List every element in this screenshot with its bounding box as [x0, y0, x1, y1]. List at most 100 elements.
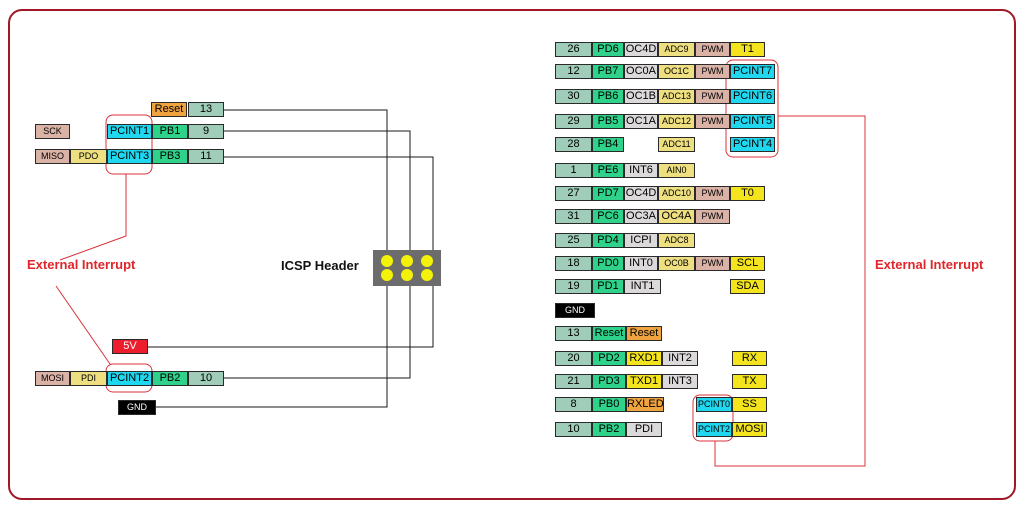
pb2-label-left: PB2 [152, 371, 188, 386]
pin-10-right: 10 [555, 422, 592, 437]
wire-sck [223, 130, 411, 252]
pin-8: 8 [555, 397, 592, 412]
pcint3-label: PCINT3 [107, 149, 152, 164]
wire-reset [223, 109, 388, 252]
port-pe6: PE6 [592, 163, 624, 178]
highlight-pcint0-2 [692, 394, 734, 442]
sig-mosi: MOSI [732, 422, 767, 437]
icsp-pin-4 [381, 269, 393, 281]
alt-oc1b: OC1B [624, 89, 658, 104]
pin-29: 29 [555, 114, 592, 129]
pwm-pb5: PWM [695, 114, 730, 129]
pwm-pd6: PWM [695, 42, 730, 57]
adc-adc8: ADC8 [658, 233, 695, 248]
sig-ss: SS [732, 397, 767, 412]
pcint6: PCINT6 [730, 89, 775, 104]
pin-11-number: 11 [188, 149, 224, 164]
pin-20: 20 [555, 351, 592, 366]
alt-int0: INT0 [624, 256, 658, 271]
diagram-frame [8, 9, 1016, 500]
sig-rx: RX [732, 351, 767, 366]
sig-tx: TX [732, 374, 767, 389]
pin-13-right: 13 [555, 326, 592, 341]
pin-reset-label: Reset [151, 102, 187, 117]
pin-1: 1 [555, 163, 592, 178]
pcint0: PCINT0 [696, 397, 732, 412]
external-interrupt-right-label: External Interrupt [875, 257, 984, 272]
pin-13-number: 13 [188, 102, 224, 117]
sig-t1: T1 [730, 42, 765, 57]
port-pb2-right: PB2 [592, 422, 626, 437]
port-pb5: PB5 [592, 114, 624, 129]
icsp-pin-3 [421, 255, 433, 267]
sig-sda: SDA [730, 279, 765, 294]
pcint7: PCINT7 [730, 64, 775, 79]
alt-oc4d: OC4D [624, 42, 658, 57]
icsp-header-label: ICSP Header [281, 258, 359, 273]
adc-adc13: ADC13 [658, 89, 695, 104]
adc-adc12: ADC12 [658, 114, 695, 129]
alt-int2: INT2 [662, 351, 698, 366]
pin-18: 18 [555, 256, 592, 271]
alt-oc0a: OC0A [624, 64, 658, 79]
alt-int1: INT1 [624, 279, 661, 294]
port-pb7: PB7 [592, 64, 624, 79]
wire-mosi [223, 284, 411, 379]
port-pb6: PB6 [592, 89, 624, 104]
pin-28: 28 [555, 137, 592, 152]
alt-rxled: RXLED [626, 397, 664, 412]
icsp-pin-5 [401, 269, 413, 281]
pin-19: 19 [555, 279, 592, 294]
mosi-label: MOSI [35, 371, 70, 386]
pcint5: PCINT5 [730, 114, 775, 129]
sck-label: SCK [35, 124, 70, 139]
pcint2-label-left: PCINT2 [107, 371, 152, 386]
pin-12: 12 [555, 64, 592, 79]
pin-9-number: 9 [188, 124, 224, 139]
pin-25: 25 [555, 233, 592, 248]
port-pd2: PD2 [592, 351, 626, 366]
alt-oc1c: OC1C [658, 64, 695, 79]
adc-adc11: ADC11 [658, 137, 695, 152]
port-pd4: PD4 [592, 233, 624, 248]
highlight-pcint1-3 [105, 114, 153, 175]
reset-port: Reset [592, 326, 626, 341]
port-pd0: PD0 [592, 256, 624, 271]
pwm-pd7: PWM [695, 186, 730, 201]
alt-oc1a: OC1A [624, 114, 658, 129]
adc-adc10: ADC10 [658, 186, 695, 201]
alt-txd1: TXD1 [626, 374, 662, 389]
icsp-pin-2 [401, 255, 413, 267]
port-pb0: PB0 [592, 397, 626, 412]
pcint1-label: PCINT1 [107, 124, 152, 139]
port-pd3: PD3 [592, 374, 626, 389]
alt-int3: INT3 [662, 374, 698, 389]
alt-rxd1: RXD1 [626, 351, 662, 366]
port-pd6: PD6 [592, 42, 624, 57]
gnd-label-right: GND [555, 303, 595, 318]
wire-gnd [156, 284, 388, 408]
icsp-pin-6 [421, 269, 433, 281]
alt-pdi: PDI [626, 422, 662, 437]
pwm-pc6: PWM [695, 209, 730, 224]
pwm-pb6: PWM [695, 89, 730, 104]
pin-30: 30 [555, 89, 592, 104]
pdi-label: PDI [70, 371, 107, 386]
alt-oc3a: OC3A [624, 209, 658, 224]
alt-oc4a: OC4A [658, 209, 695, 224]
pin-10-number-left: 10 [188, 371, 224, 386]
pb1-label: PB1 [152, 124, 188, 139]
annotation-line-right [714, 115, 866, 467]
alt-int6: INT6 [624, 163, 658, 178]
pcint2-right: PCINT2 [696, 422, 732, 437]
pdo-label: PDO [70, 149, 107, 164]
annotation-line-left-a [59, 174, 127, 261]
sig-t0: T0 [730, 186, 765, 201]
annotation-line-left-b [55, 285, 111, 365]
port-pb4: PB4 [592, 137, 624, 152]
pcint4: PCINT4 [730, 137, 775, 152]
sig-scl: SCL [730, 256, 765, 271]
pin-21: 21 [555, 374, 592, 389]
icsp-pin-1 [381, 255, 393, 267]
